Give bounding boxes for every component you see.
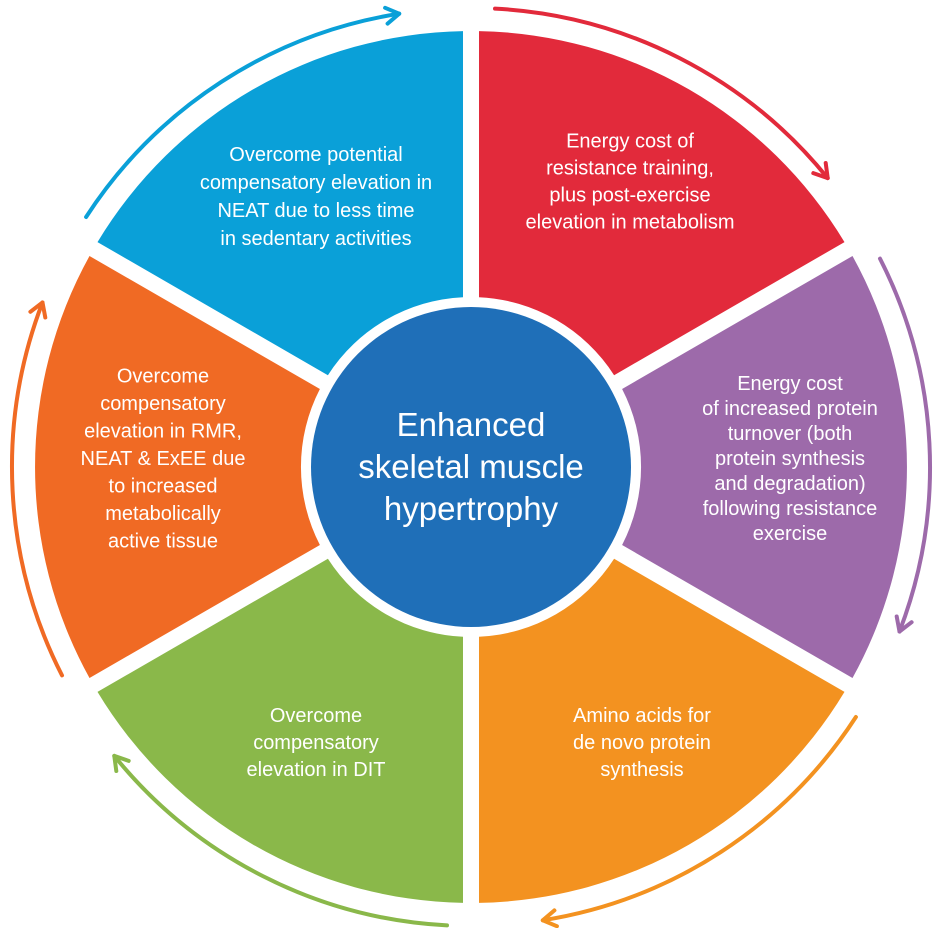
cycle-arrow-head: [112, 753, 131, 773]
cycle-arrow-arc: [878, 256, 932, 634]
hub-title-line: skeletal muscle: [358, 448, 584, 485]
segment-label-line: compensatory elevation in: [200, 172, 432, 194]
segment-label-line: elevation in RMR,: [84, 421, 242, 443]
segment-label-line: elevation in DIT: [247, 759, 386, 781]
segment-ring: Energy cost of resistance training, plus p…: [35, 31, 907, 903]
segment-label-line: resistance training,: [546, 158, 714, 180]
segment-label-line: metabolically: [105, 503, 221, 525]
cycle-arrow-arc: [112, 753, 449, 928]
cycle-arrows: [10, 5, 932, 928]
segment-label-line: Overcome: [117, 366, 209, 388]
segment-overcome-dit: Overcome compensatory elevation in DIT: [97, 558, 463, 903]
segment-wedge: [479, 558, 845, 903]
hub-title-line: hypertrophy: [384, 490, 559, 527]
cycle-arrow-head: [540, 908, 559, 928]
cycle-arrow-arc: [493, 6, 830, 181]
segment-label-line: NEAT due to less time: [217, 200, 414, 222]
segment-label-line: exercise: [753, 523, 827, 545]
segment-label-line: following resistance: [703, 498, 878, 520]
segment-label-line: protein synthesis: [715, 448, 865, 470]
segment-label-line: Energy cost of: [566, 131, 694, 153]
segment-label-line: Overcome: [270, 705, 362, 727]
segment-wedge: [97, 558, 463, 903]
segment-wedge: [35, 256, 320, 678]
segment-label-line: synthesis: [600, 759, 683, 781]
segment-label: Overcome compensatory elevation in RMR, NEA…: [81, 366, 246, 553]
segment-wedge: [97, 31, 463, 376]
segment-label-line: of increased protein: [702, 398, 878, 420]
segment-energy-cost-resistance-training: Energy cost of resistance training, plus p…: [479, 31, 845, 376]
cycle-arrow-head: [811, 161, 830, 181]
segment-label-line: and degradation): [714, 473, 865, 495]
segment-amino-acids: Amino acids for de novo protein synthesis: [479, 558, 845, 903]
segment-overcome-neat: Overcome potential compensatory elevation…: [97, 31, 463, 376]
segment-label-line: to increased: [109, 476, 218, 498]
segment-wedge: [479, 31, 845, 376]
cycle-arrow-arc: [10, 300, 64, 678]
hub-circle: [311, 307, 631, 627]
segment-label-line: in sedentary activities: [220, 228, 411, 250]
segment-label-line: Energy cost: [737, 373, 843, 395]
segment-label-line: NEAT & ExEE due: [81, 448, 246, 470]
segment-energy-cost-protein-turnover: Energy cost of increased protein turnover …: [622, 256, 907, 678]
segment-label-line: turnover (both: [728, 423, 853, 445]
cycle-arrow-arc: [540, 715, 858, 923]
cycle-arrow-head: [894, 614, 914, 634]
center-hub: Enhanced skeletal muscle hypertrophy: [311, 307, 631, 627]
cycle-arrow-arc: [84, 11, 402, 219]
segment-label-line: plus post-exercise: [549, 185, 710, 207]
segment-label: Energy cost of increased protein turnover …: [702, 373, 878, 545]
segment-overcome-rmr-neat-exee: Overcome compensatory elevation in RMR, NEA…: [35, 256, 320, 678]
cycle-arrow-head: [383, 5, 402, 26]
cycle-arrow-head: [28, 300, 48, 320]
segment-label-line: de novo protein: [573, 732, 711, 754]
segment-label: Overcome potential compensatory elevation…: [200, 144, 432, 250]
segment-label-line: Overcome potential: [229, 144, 402, 166]
segment-label-line: compensatory: [100, 393, 226, 415]
segment-label: Amino acids for de novo protein synthesis: [573, 705, 711, 781]
segment-label-line: elevation in metabolism: [526, 212, 735, 234]
segment-label: Energy cost of resistance training, plus p…: [526, 131, 735, 234]
segment-label-line: compensatory: [253, 732, 379, 754]
hub-title: Enhanced skeletal muscle hypertrophy: [358, 406, 584, 527]
segment-wedge: [622, 256, 907, 678]
segment-label-line: Amino acids for: [573, 705, 711, 727]
hub-title-line: Enhanced: [397, 406, 546, 443]
segment-label: Overcome compensatory elevation in DIT: [247, 705, 386, 781]
segment-label-line: active tissue: [108, 531, 218, 553]
